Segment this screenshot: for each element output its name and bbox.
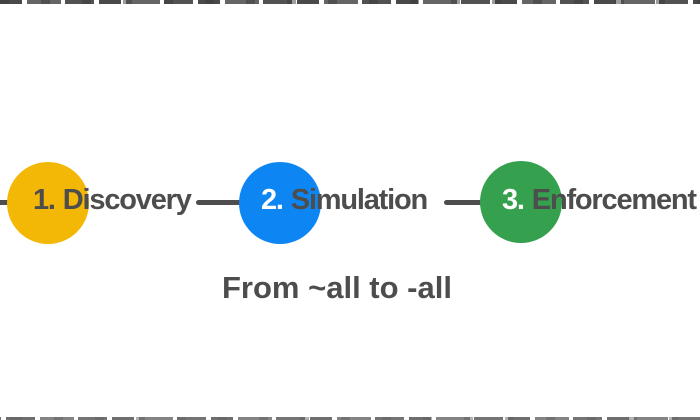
top-edge-artifact-strip [0,0,700,4]
step-label-enforcement: 3. Enforcement [502,184,697,216]
slide-caption: From ~all to -all [222,270,452,305]
step-circle-discovery [7,162,89,244]
bottom-edge-artifact-strip [0,417,700,420]
step-number: 1. [33,184,56,216]
step-title: Enforcement [531,184,697,216]
timeline-connector-left-stub [0,200,10,205]
step-title: Discovery [62,184,192,216]
step-circle-simulation [239,162,321,244]
step-label-discovery: 1. Discovery [33,184,192,216]
timeline-connector-2 [444,200,483,205]
step-title: Simulation [290,184,428,216]
step-circle-enforcement [480,161,562,243]
step-number: 2. [261,184,284,216]
timeline-connector-1 [196,200,242,205]
step-label-simulation: 2. Simulation [261,184,428,216]
step-number: 3. [502,184,525,216]
